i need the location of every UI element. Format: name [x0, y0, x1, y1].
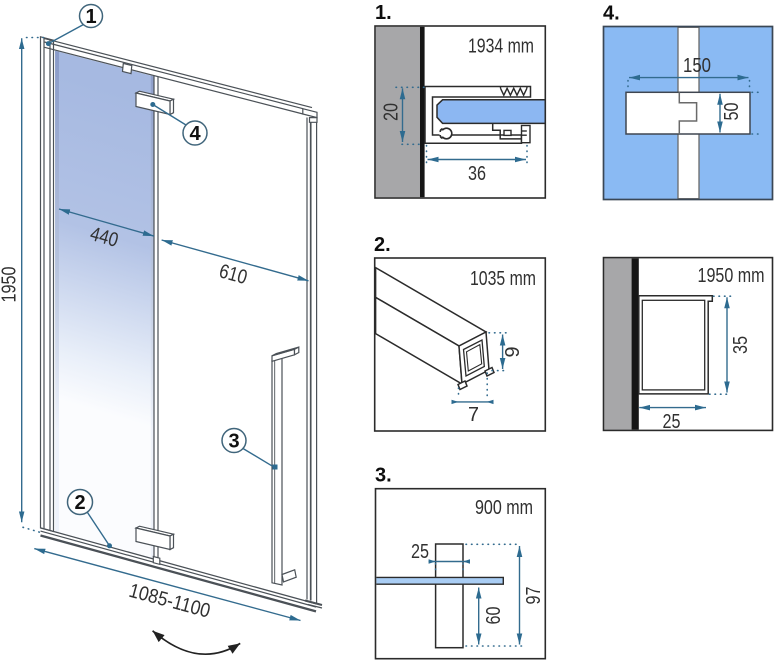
svg-text:36: 36	[468, 163, 486, 185]
svg-text:35: 35	[730, 336, 752, 354]
svg-text:2: 2	[74, 492, 85, 514]
svg-text:25: 25	[663, 411, 681, 433]
svg-text:20: 20	[381, 103, 403, 121]
svg-text:4: 4	[189, 123, 201, 145]
svg-text:1: 1	[85, 6, 96, 28]
svg-text:1934 mm: 1934 mm	[468, 36, 534, 58]
svg-text:3: 3	[228, 431, 239, 453]
svg-text:1950: 1950	[0, 267, 21, 303]
svg-text:900 mm: 900 mm	[475, 497, 533, 519]
svg-text:9: 9	[502, 347, 524, 358]
svg-text:97: 97	[523, 587, 545, 605]
svg-text:2.: 2.	[374, 234, 391, 256]
svg-text:4.: 4.	[603, 3, 620, 25]
svg-text:60: 60	[483, 607, 505, 625]
svg-text:150: 150	[683, 55, 711, 77]
svg-text:1085-1100: 1085-1100	[127, 580, 213, 623]
svg-text:610: 610	[217, 260, 250, 289]
svg-text:7: 7	[468, 404, 479, 426]
svg-text:3.: 3.	[375, 465, 392, 487]
svg-text:1950 mm: 1950 mm	[698, 265, 765, 287]
svg-text:50: 50	[721, 103, 743, 121]
svg-text:1.: 1.	[375, 2, 392, 24]
svg-text:25: 25	[411, 541, 429, 563]
svg-text:1035 mm: 1035 mm	[470, 268, 536, 290]
